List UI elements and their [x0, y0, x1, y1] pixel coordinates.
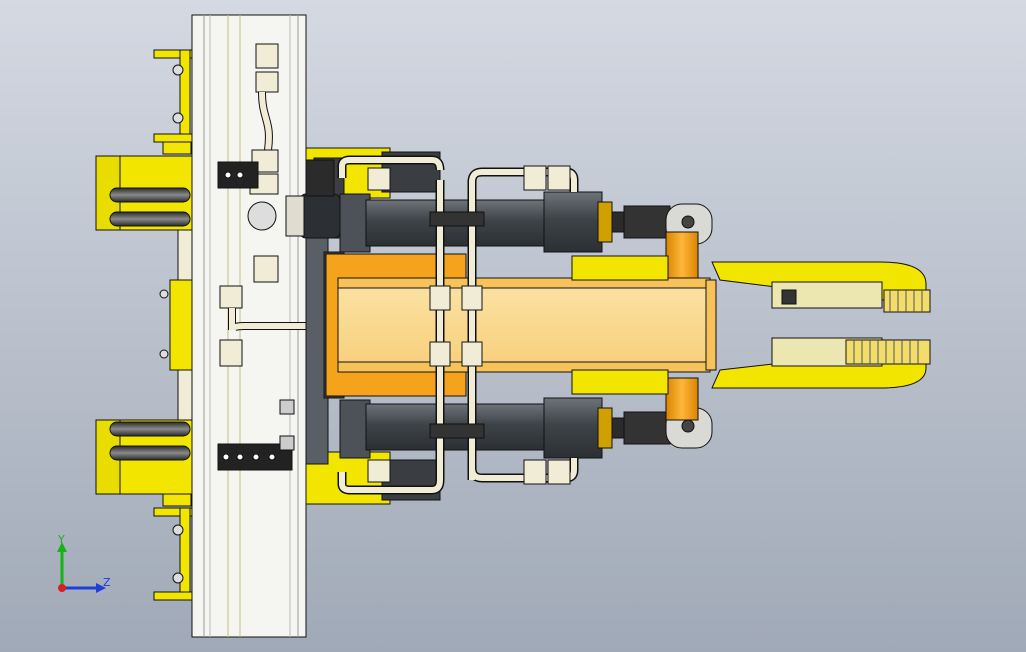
orange-slide-body	[325, 253, 717, 397]
y-axis-arrow	[57, 542, 67, 552]
z-axis-arrow	[96, 583, 106, 593]
y-axis-label: Y	[58, 533, 65, 546]
rail-fittings	[217, 43, 440, 471]
hose-fittings	[305, 159, 571, 485]
gear-set	[845, 289, 931, 365]
pivot-pins	[665, 231, 699, 421]
z-axis-label: Z	[103, 576, 111, 589]
x-axis-dot	[58, 584, 66, 592]
left-mounting-brackets	[95, 49, 195, 601]
axis-triad	[57, 542, 106, 593]
